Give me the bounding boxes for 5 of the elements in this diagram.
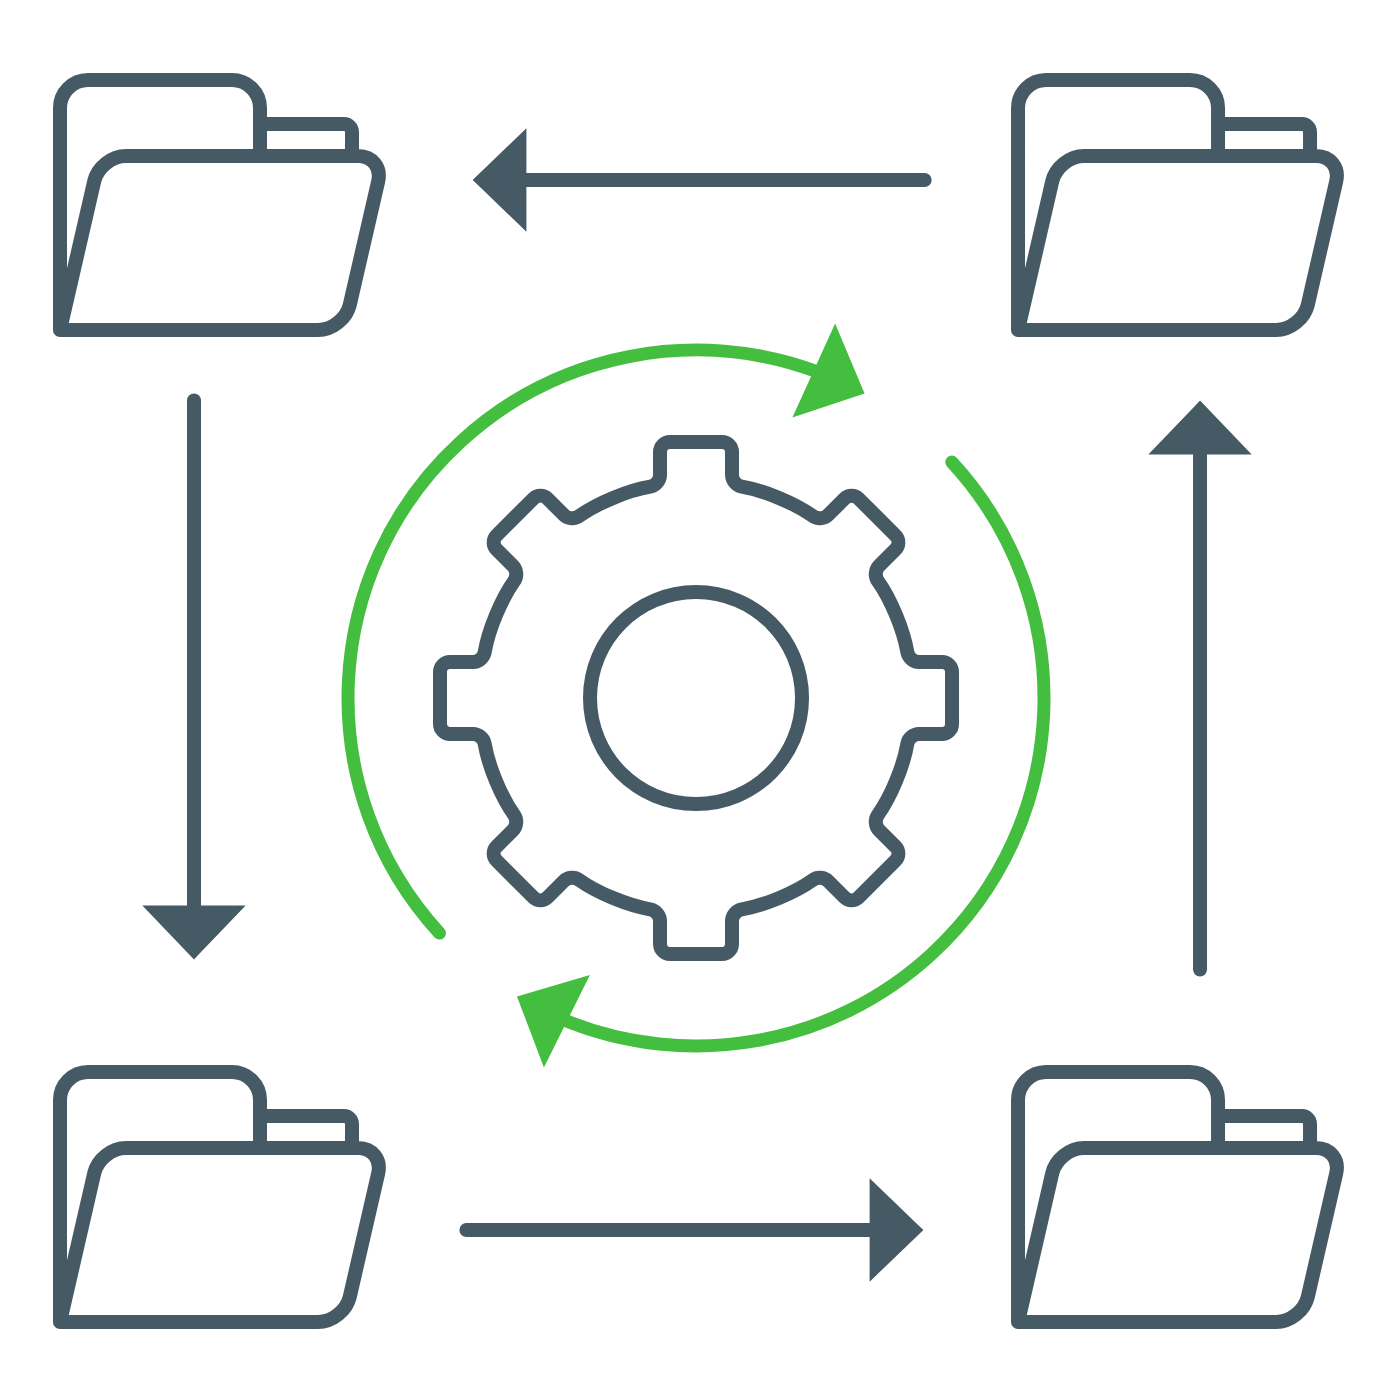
folder-icon (53, 1065, 386, 1329)
folder-icon (1011, 1065, 1344, 1329)
folder-icon (1011, 73, 1344, 337)
gear-icon (433, 435, 959, 961)
folder-icon (53, 73, 386, 337)
